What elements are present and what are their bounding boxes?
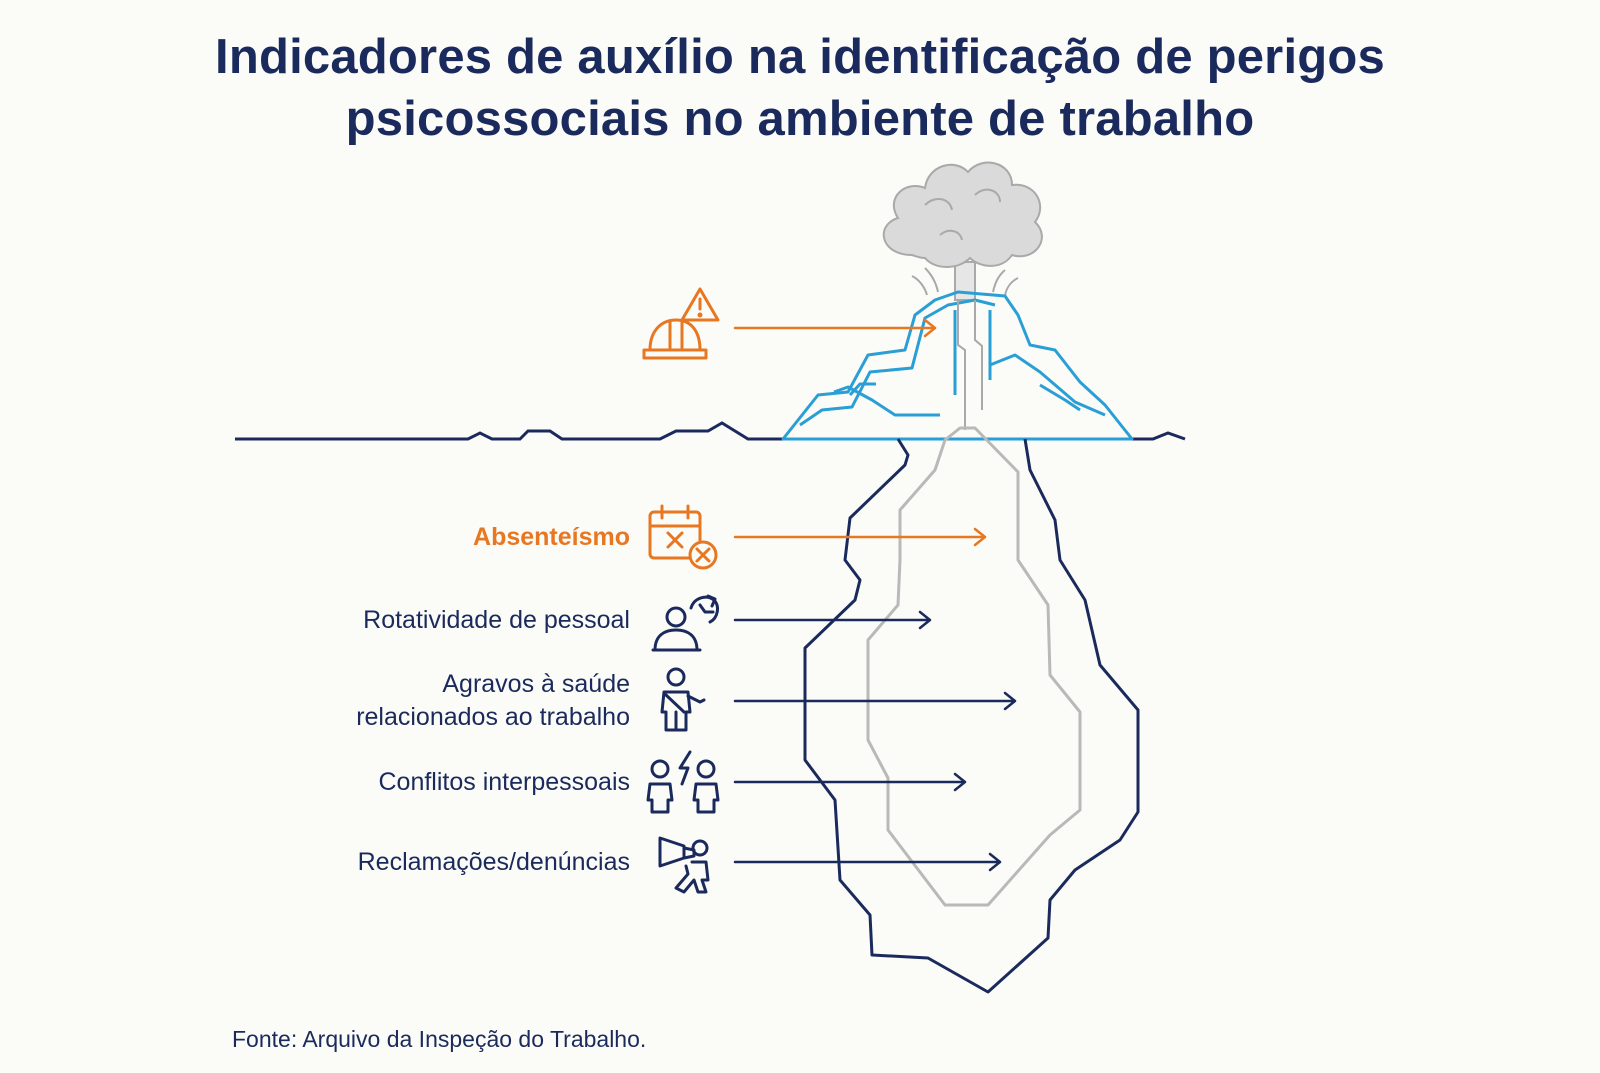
label-turnover: Rotatividade de pessoal bbox=[363, 606, 630, 634]
label-health-line-1: Agravos à saúde bbox=[442, 670, 630, 698]
page-title: Indicadores de auxílio na identificação … bbox=[0, 26, 1600, 150]
warning-hardhat-icon bbox=[642, 287, 720, 360]
iceberg-tip bbox=[781, 290, 1134, 441]
arrow-absenteeism bbox=[733, 527, 987, 547]
indicator-arrows bbox=[733, 318, 1017, 872]
source-note: Fonte: Arquivo da Inspeção do Trabalho. bbox=[232, 1026, 647, 1052]
calendar-cancel-icon bbox=[648, 504, 718, 570]
arrow-conflicts bbox=[733, 772, 967, 792]
label-complaints: Reclamações/denúncias bbox=[357, 848, 630, 876]
water-line bbox=[235, 421, 1186, 441]
person-megaphone-icon bbox=[658, 836, 710, 894]
iceberg-crack bbox=[957, 300, 983, 430]
arrow-complaints bbox=[733, 852, 1002, 872]
arrow-health bbox=[733, 691, 1017, 711]
iceberg-submerged bbox=[803, 438, 1140, 994]
smoke-cloud-icon bbox=[882, 161, 1043, 301]
spray-lines bbox=[911, 267, 1019, 297]
people-conflict-icon bbox=[646, 750, 720, 814]
label-conflicts: Conflitos interpessoais bbox=[378, 768, 630, 796]
label-health-issues: Agravos à saúde relacionados ao trabalho bbox=[356, 668, 630, 734]
arrow-turnover bbox=[733, 610, 932, 630]
title-line-2: psicossociais no ambiente de trabalho bbox=[345, 92, 1255, 146]
title-line-1: Indicadores de auxílio na identificação … bbox=[215, 30, 1385, 84]
injured-person-icon bbox=[660, 667, 706, 732]
arrow-warning bbox=[733, 318, 937, 338]
label-absenteeism: Absenteísmo bbox=[473, 523, 630, 551]
label-health-line-2: relacionados ao trabalho bbox=[356, 703, 630, 731]
iceberg-inner-outline bbox=[866, 426, 1082, 907]
person-rotate-icon bbox=[651, 594, 719, 652]
